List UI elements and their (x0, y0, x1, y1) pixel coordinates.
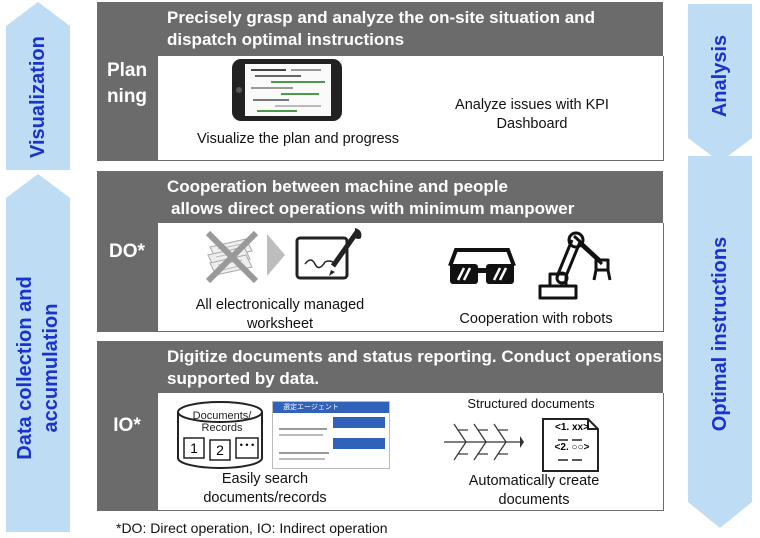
arrow-right-icon (267, 234, 285, 276)
db-cell-dots: • • • (239, 440, 255, 450)
document-icon (542, 418, 599, 472)
database-label: Documents/ Records (192, 410, 252, 434)
database-icon (177, 401, 263, 469)
chat-window: 選定エージェント (272, 401, 390, 469)
io-caption-right: Automatically create documents (468, 473, 600, 508)
do-header-line1: Cooperation between machine and people (167, 177, 508, 196)
analysis-label: Analysis (709, 34, 731, 118)
planning-header-text: Precisely grasp and analyze the on-site … (167, 8, 595, 49)
tablet-pen-icon (295, 228, 362, 280)
crossed-paper-icon (205, 230, 259, 284)
left-arrows (6, 2, 70, 532)
chat-title: 選定エージェント (273, 402, 389, 413)
optimal-instructions-label: Optimal instructions (709, 236, 731, 432)
io-header-text: Digitize documents and status reporting.… (167, 347, 662, 388)
planning-caption-right: Analyze issues with KPI Dashboard (455, 97, 609, 132)
chat-line-4 (279, 458, 325, 460)
document-line-1: <1. xx> (555, 422, 589, 433)
planning-caption-left: Visualize the plan and progress (196, 131, 400, 147)
document-line-2: <2. ○○> (554, 442, 590, 453)
structured-documents-label: Structured documents (467, 396, 595, 411)
data-collection-label: Data collection and accumulation (14, 276, 62, 460)
visualization-arrow (6, 2, 70, 170)
glasses-icon (448, 248, 516, 284)
right-arrows (688, 4, 752, 528)
chat-bubble-1 (333, 417, 385, 428)
db-cell-2: 2 (216, 442, 224, 458)
planning-tab: Plan ning (97, 2, 157, 161)
do-caption-left: All electronically managed worksheet (195, 297, 365, 332)
do-caption-right: Cooperation with robots (459, 311, 613, 327)
visualization-label: Visualization (27, 36, 49, 158)
footnote: *DO: Direct operation, IO: Indirect oper… (116, 520, 388, 536)
db-cell-1: 1 (190, 440, 198, 456)
do-label: DO* (109, 241, 145, 262)
optimal-instructions-arrow (688, 156, 752, 528)
data-collection-arrow (6, 174, 70, 532)
planning-header: Precisely grasp and analyze the on-site … (157, 2, 663, 56)
do-tab: DO* (97, 171, 157, 332)
chat-bubble-2 (333, 438, 385, 449)
io-label: IO* (113, 415, 141, 436)
chat-line-1 (279, 428, 327, 430)
do-header-line2: allows direct operations with minimum ma… (171, 199, 575, 218)
chat-line-3 (279, 452, 329, 454)
chat-line-2 (279, 434, 323, 436)
fishbone-diagram-icon (444, 423, 524, 461)
io-caption-left: Easily search documents/records (203, 471, 327, 506)
planning-label: Plan ning (106, 60, 148, 107)
do-header: Cooperation between machine and people a… (157, 171, 663, 223)
io-tab: IO* (97, 341, 157, 511)
analysis-arrow (688, 4, 752, 162)
robot-arm-icon (538, 231, 612, 300)
io-header: Digitize documents and status reporting.… (157, 341, 663, 393)
tablet-icon (232, 59, 342, 121)
